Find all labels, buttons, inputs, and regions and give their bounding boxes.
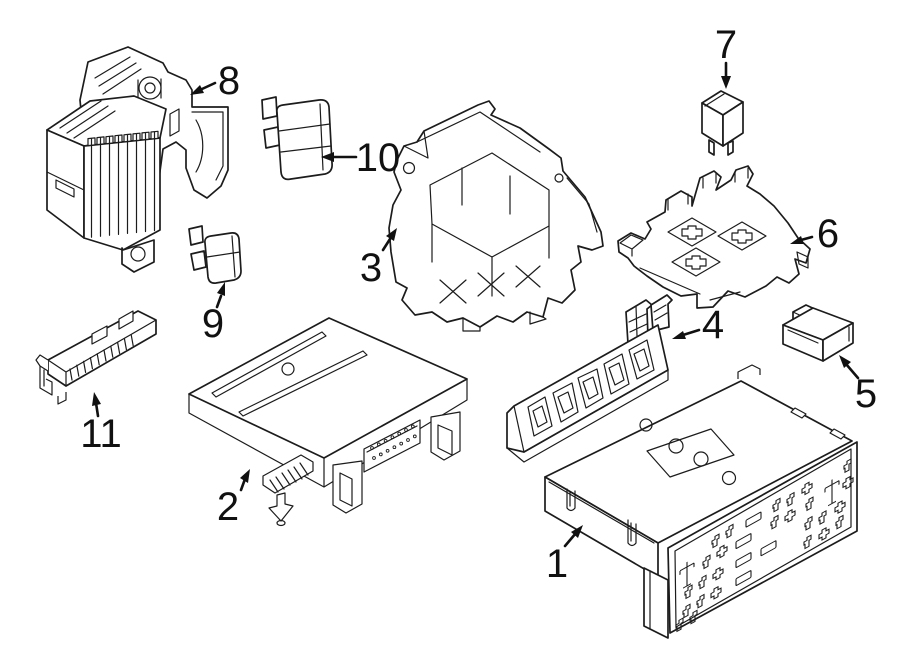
part-5-relay-small bbox=[782, 304, 854, 362]
callout-8-arrow bbox=[200, 81, 217, 91]
callouts: 1 2 3 4 5 6 7 bbox=[80, 23, 877, 586]
callout-3-arrow bbox=[381, 237, 392, 252]
callout-11-arrow bbox=[94, 401, 100, 418]
callout-8: 8 bbox=[190, 59, 240, 103]
callout-9: 9 bbox=[202, 282, 225, 346]
callout-11: 11 bbox=[80, 392, 122, 456]
callout-6-label: 6 bbox=[817, 212, 839, 256]
callout-1: 1 bbox=[546, 525, 583, 586]
part-11-body bbox=[47, 310, 157, 387]
callout-4-arrowhead bbox=[672, 331, 686, 339]
part-1-leg bbox=[643, 567, 669, 639]
callout-5-arrowhead bbox=[839, 355, 851, 368]
part-6-relay-carrier bbox=[617, 165, 811, 309]
callout-3-label: 3 bbox=[360, 246, 382, 290]
callout-7-arrowhead bbox=[721, 76, 731, 89]
callout-10-arrowhead bbox=[321, 152, 334, 162]
callout-2-label: 2 bbox=[217, 485, 239, 529]
part-9-fuse-body bbox=[204, 232, 242, 284]
part-2-push-pin bbox=[268, 492, 294, 522]
part-1-front-face bbox=[667, 441, 858, 634]
callout-9-label: 9 bbox=[202, 302, 224, 346]
callout-8-label: 8 bbox=[218, 59, 240, 103]
callout-4-arrow bbox=[681, 328, 701, 337]
callout-5-label: 5 bbox=[855, 372, 877, 416]
callout-7-label: 7 bbox=[715, 23, 737, 67]
part-11-ribs bbox=[69, 334, 134, 381]
callout-4: 4 bbox=[672, 303, 724, 347]
part-7-relay-pins bbox=[708, 139, 734, 156]
callout-4-label: 4 bbox=[702, 303, 724, 347]
callout-6-arrowhead bbox=[790, 236, 804, 244]
part-1-fuse-relay-box bbox=[544, 364, 858, 639]
part-2-clip-foot bbox=[332, 460, 363, 514]
part-2-connector-pins bbox=[370, 424, 417, 460]
part-4-fuse-holder-strip bbox=[506, 294, 673, 463]
part-6-outline bbox=[617, 165, 811, 309]
callout-2-arrowhead bbox=[240, 469, 250, 483]
callout-6: 6 bbox=[790, 212, 839, 256]
part-10-fuse-body bbox=[276, 99, 333, 181]
callout-1-arrowhead bbox=[571, 525, 583, 538]
callout-9-arrow bbox=[215, 294, 223, 309]
part-8-foot bbox=[121, 239, 155, 273]
callout-5-arrow bbox=[844, 362, 860, 380]
part-10-blade-fuse bbox=[261, 96, 333, 181]
callout-10-label: 10 bbox=[356, 136, 401, 180]
callout-5: 5 bbox=[839, 355, 877, 416]
part-8-box-left-face bbox=[46, 129, 85, 239]
part-2-top-face bbox=[188, 317, 468, 459]
part-3-mounting-bracket bbox=[388, 100, 604, 332]
callout-6-arrow bbox=[799, 235, 814, 242]
callout-8-arrowhead bbox=[190, 85, 204, 95]
callout-11-arrowhead bbox=[92, 392, 101, 406]
part-3-bolt-hole bbox=[402, 161, 416, 175]
part-8-fuse-ribs bbox=[90, 131, 156, 238]
part-8-fuse-bank bbox=[83, 137, 161, 251]
part-2-control-module bbox=[188, 317, 468, 527]
part-2-clip-foot bbox=[430, 411, 461, 461]
part-1-top-plate bbox=[646, 428, 735, 478]
part-4-fuse-cells bbox=[527, 339, 655, 437]
callout-3-arrowhead bbox=[386, 228, 397, 241]
callout-1-arrow bbox=[563, 531, 578, 548]
callout-7: 7 bbox=[715, 23, 737, 89]
part-9-mini-fuse bbox=[188, 225, 242, 284]
part-11-fuse-strip bbox=[35, 310, 157, 405]
callout-2: 2 bbox=[217, 469, 250, 529]
part-3-outline bbox=[388, 100, 604, 328]
callout-9-arrowhead bbox=[217, 282, 225, 296]
callout-11-label: 11 bbox=[80, 412, 122, 456]
part-4-clip bbox=[650, 294, 673, 332]
callout-1-label: 1 bbox=[546, 542, 568, 586]
callout-3: 3 bbox=[360, 228, 397, 290]
part-8-fuse-box bbox=[46, 46, 229, 273]
part-2-connector bbox=[363, 419, 421, 473]
part-7-relay bbox=[701, 90, 744, 156]
callout-10: 10 bbox=[321, 136, 400, 180]
part-2-ribbed-clip bbox=[262, 454, 314, 494]
part-8-mount-boss bbox=[138, 76, 162, 100]
callout-2-arrow bbox=[239, 477, 247, 492]
